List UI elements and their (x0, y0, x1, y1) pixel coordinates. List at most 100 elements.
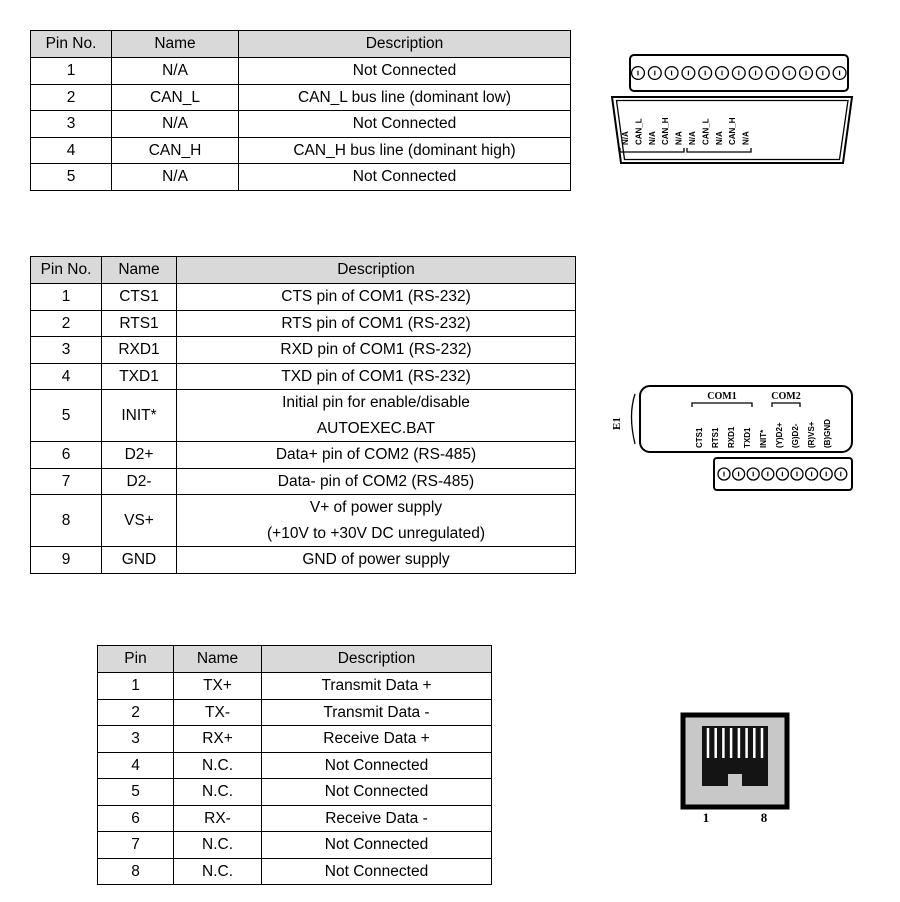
table-cell: N/A (111, 163, 239, 191)
pin-label: N/A (688, 131, 697, 145)
column-header: Name (173, 645, 262, 673)
pin-label: CAN_L (634, 118, 643, 145)
connector-body-inner-outline (615, 99, 849, 161)
pin-label: (B)GND (823, 419, 832, 448)
com1-bracket (691, 402, 753, 407)
table-cell: 1 (30, 57, 112, 85)
table-cell: GND (101, 546, 177, 574)
table-cell: 5 (97, 778, 174, 806)
com2-group-label: COM2 (771, 391, 800, 402)
table-cell: 5 (30, 163, 112, 191)
table-cell: RXD pin of COM1 (RS-232) (176, 336, 576, 364)
table-cell: 3 (30, 110, 112, 138)
table-cell: RTS1 (101, 309, 177, 337)
jack-contacts (706, 728, 764, 758)
table-cell: Not Connected (261, 778, 492, 806)
pin-label: CAN_H (728, 117, 737, 145)
table-cell: Transmit Data - (261, 698, 492, 726)
table-cell: Not Connected (261, 751, 492, 779)
table-cell: Initial pin for enable/disable AUTOEXEC.… (176, 389, 576, 442)
table-cell: CAN_H (111, 136, 239, 164)
pin-label: RTS1 (711, 427, 720, 448)
table-cell: N.C. (173, 778, 262, 806)
pin-label: N/A (742, 131, 751, 145)
table-cell: N/A (111, 57, 239, 85)
screw-terminals (630, 65, 847, 81)
jack-opening (702, 726, 768, 786)
table-cell: CAN_H bus line (dominant high) (238, 136, 571, 164)
column-header: Description (261, 645, 492, 673)
table-cell: N.C. (173, 857, 262, 885)
table-cell: Not Connected (238, 110, 571, 138)
table-cell: 9 (30, 546, 102, 574)
table-cell: CTS1 (101, 283, 177, 311)
module-side-label: E1 (611, 417, 623, 430)
table-cell: TX- (173, 698, 262, 726)
pin-label: RXD1 (727, 426, 736, 448)
table-cell: CTS pin of COM1 (RS-232) (176, 283, 576, 311)
pin-label: (G)D2- (791, 423, 800, 448)
table-cell: 3 (97, 725, 174, 753)
table-cell: Data- pin of COM2 (RS-485) (176, 467, 576, 495)
table-cell: CAN_L (111, 83, 239, 111)
table-cell: 7 (97, 831, 174, 859)
table-cell: N/A (111, 110, 239, 138)
table-cell: 4 (30, 362, 102, 390)
pin-label: CAN_L (701, 118, 710, 145)
table-cell: 1 (97, 672, 174, 700)
table-cell: RX- (173, 804, 262, 832)
column-header: Pin No. (30, 256, 102, 284)
table-cell: 5 (30, 389, 102, 442)
column-header: Name (101, 256, 177, 284)
table-cell: 2 (97, 698, 174, 726)
pin-label: (Y)D2+ (775, 422, 784, 448)
pin-group-bracket (686, 148, 752, 153)
table-cell: Receive Data + (261, 725, 492, 753)
column-header: Name (111, 30, 239, 58)
table-cell: N.C. (173, 831, 262, 859)
pin-label: N/A (715, 131, 724, 145)
table-cell: Data+ pin of COM2 (RS-485) (176, 441, 576, 469)
pin-label: TXD1 (743, 427, 752, 448)
pin-label: (R)VS+ (807, 421, 816, 448)
table-cell: TXD1 (101, 362, 177, 390)
table-cell: N.C. (173, 751, 262, 779)
pin-label: INIT* (759, 429, 768, 448)
connector-body (610, 96, 854, 164)
table-cell: Not Connected (261, 857, 492, 885)
table-cell: D2- (101, 467, 177, 495)
pin-label: N/A (675, 131, 684, 145)
table-cell: 6 (30, 441, 102, 469)
pin-group-bracket (619, 148, 685, 153)
pin1-number: 1 (703, 810, 710, 825)
table-cell: RX+ (173, 725, 262, 753)
table-cell: Transmit Data + (261, 672, 492, 700)
table-cell: 8 (97, 857, 174, 885)
com2-bracket (771, 402, 801, 407)
pin-label: N/A (621, 131, 630, 145)
table-cell: Not Connected (238, 163, 571, 191)
column-header: Pin (97, 645, 174, 673)
table-cell: 8 (30, 494, 102, 547)
